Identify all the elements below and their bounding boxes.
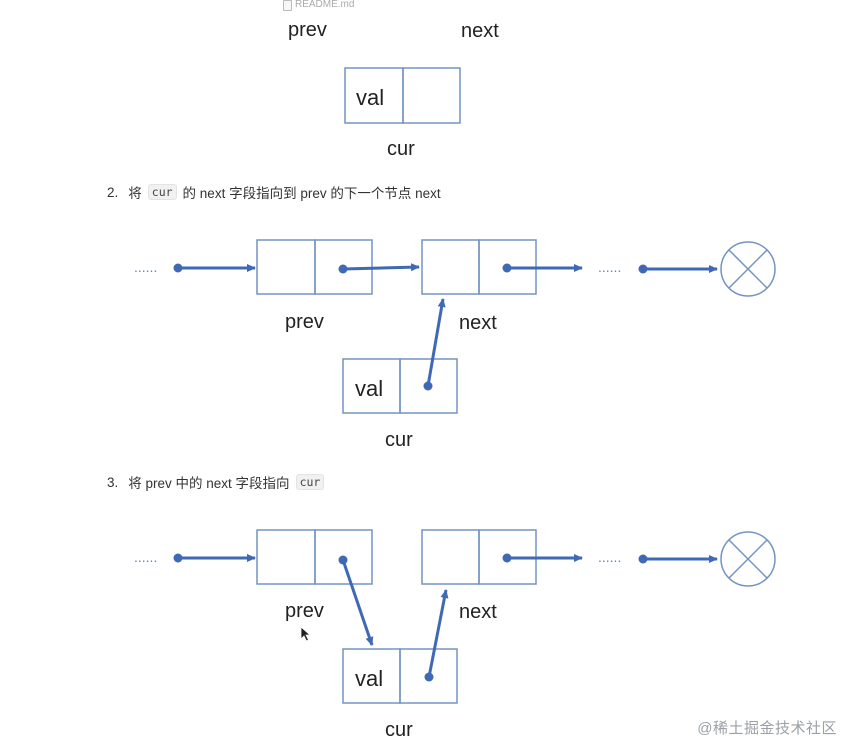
document-icon (283, 0, 292, 11)
diagram-3: ...... ...... prev next val cur (134, 529, 776, 741)
diagram2-arrow-cur-to-next (426, 298, 446, 387)
diagram1-next-label: next (461, 20, 499, 42)
diagram2-cur-label: cur (385, 429, 413, 451)
step-3-code: cur (295, 474, 325, 490)
diagram-2: ...... ...... prev next val cur (134, 239, 776, 451)
diagram3-arrow-cur-to-next (427, 589, 449, 678)
step-3-number: 3. (107, 474, 119, 490)
step-2-code: cur (147, 184, 177, 200)
step-3-text-before: 将 prev 中的 next 字段指向 (128, 476, 290, 491)
step-2-number: 2. (107, 184, 119, 200)
diagram2-ellipsis-left: ...... (134, 259, 157, 275)
diagram3-arrow-prev-to-cur (341, 559, 374, 646)
readme-file-tab[interactable]: README.md (283, 0, 355, 11)
diagram1-cur-label: cur (387, 138, 415, 160)
diagram2-cur-value: val (355, 376, 383, 401)
mouse-cursor-icon (300, 626, 312, 642)
readme-file-name: README.md (295, 0, 355, 10)
diagram3-prev-label: prev (285, 600, 324, 622)
diagram2-prev-node (256, 239, 373, 295)
diagram-1: prev next val cur (288, 19, 499, 160)
diagram3-ellipsis-right: ...... (598, 549, 621, 565)
step-2-text-after: 的 next 字段指向到 prev 的下一个节点 next (182, 186, 441, 201)
diagram1-prev-label: prev (288, 19, 327, 41)
diagram2-ellipsis-right: ...... (598, 259, 621, 275)
diagram3-ellipsis-left: ...... (134, 549, 157, 565)
diagram2-prev-label: prev (285, 311, 324, 333)
diagram3-cur-value: val (355, 666, 383, 691)
diagram2-next-label: next (459, 312, 497, 334)
diagram3-null-icon (720, 531, 776, 587)
diagram3-cur-node (342, 648, 458, 704)
diagram3-prev-node (256, 529, 373, 585)
diagram1-cur-value: val (356, 85, 384, 110)
diagram2-arrow-prev-to-next (342, 263, 420, 272)
step-3-text: 3. 将 prev 中的 next 字段指向 cur (107, 472, 328, 492)
diagram3-cur-label: cur (385, 719, 413, 741)
diagram2-cur-node (342, 358, 458, 414)
diagram3-next-label: next (459, 601, 497, 623)
diagram2-null-icon (720, 241, 776, 297)
step-2-text: 2. 将 cur 的 next 字段指向到 prev 的下一个节点 next (107, 182, 443, 202)
diagram1-cur-node (344, 67, 461, 124)
watermark: @稀土掘金技术社区 (697, 720, 837, 737)
step-2-text-before: 将 (128, 186, 142, 201)
